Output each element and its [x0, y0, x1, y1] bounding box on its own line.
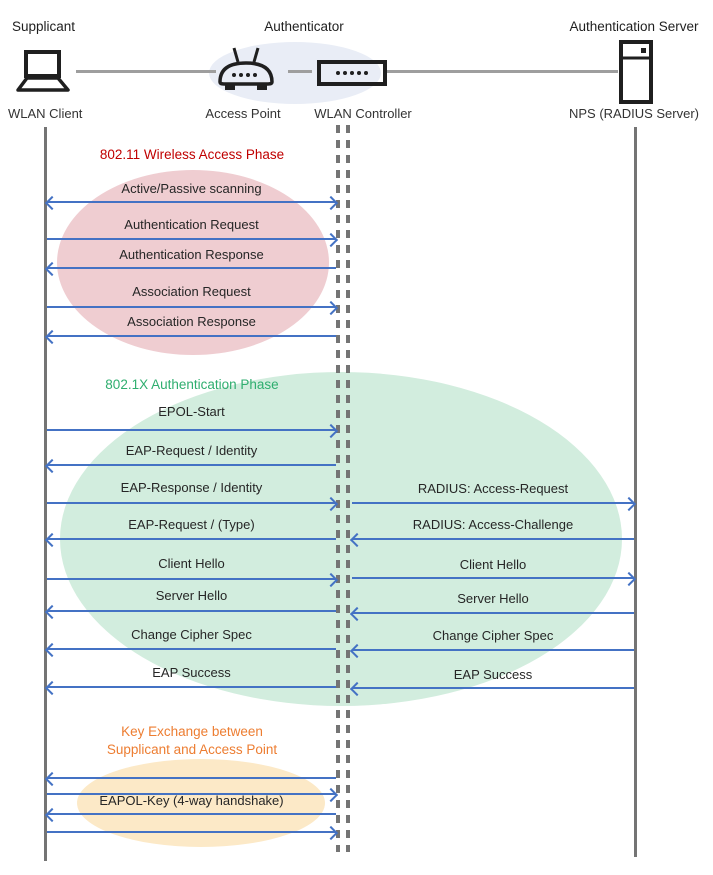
- arrowhead-left-icon: [44, 195, 60, 211]
- message-label: Authentication Response: [119, 247, 264, 262]
- phase-title-key-exchange: Key Exchange between Supplicant and Acce…: [47, 723, 337, 759]
- arrowhead-left-icon: [44, 458, 60, 474]
- message-label: Change Cipher Spec: [432, 628, 554, 643]
- message-label: Authentication Request: [124, 217, 259, 232]
- message-arrow-right: [352, 571, 637, 587]
- message-arrow-right: [47, 232, 339, 248]
- arrowhead-left-icon: [44, 642, 60, 658]
- arrowhead-left-icon: [349, 606, 365, 622]
- arrowhead-right-icon: [621, 496, 637, 512]
- connector-line: [288, 70, 312, 73]
- message-arrow-left: [44, 807, 336, 823]
- phase-title-8021x-authentication: 802.1X Authentication Phase: [105, 377, 279, 392]
- arrowhead-left-icon: [349, 643, 365, 659]
- arrowhead-left-icon: [44, 807, 60, 823]
- message-label: EAP Success: [453, 667, 533, 682]
- message-label: EPOL-Start: [158, 404, 225, 419]
- arrowhead-left-icon: [44, 771, 60, 787]
- lifeline-wlan-client: [44, 127, 47, 861]
- message-arrow-right: [352, 496, 637, 512]
- message-arrow-right: [47, 825, 339, 841]
- arrowhead-right-icon: [323, 195, 339, 211]
- phase-title-key-exchange-line2: Supplicant and Access Point: [106, 742, 278, 757]
- connector-line: [76, 70, 216, 73]
- message-label: Active/Passive scanning: [121, 181, 262, 196]
- arrowhead-right-icon: [323, 572, 339, 588]
- arrowhead-left-icon: [44, 604, 60, 620]
- message-label: Association Request: [132, 284, 251, 299]
- message-label: RADIUS: Access-Challenge: [412, 517, 574, 532]
- connector-line: [384, 70, 618, 73]
- device-label-wlan-controller: WLAN Controller: [314, 106, 412, 121]
- arrowhead-left-icon: [44, 329, 60, 345]
- arrowhead-left-icon: [44, 680, 60, 696]
- arrowhead-left-icon: [349, 532, 365, 548]
- message-label: RADIUS: Access-Request: [417, 481, 569, 496]
- wireless-access-phase-ellipse: [57, 170, 329, 355]
- message-arrow-right: [47, 496, 339, 512]
- message-arrow-left: [44, 680, 336, 696]
- arrowhead-right-icon: [323, 496, 339, 512]
- message-arrow-left: [44, 532, 336, 548]
- device-label-access-point: Access Point: [205, 106, 281, 121]
- message-arrow-right: [47, 572, 339, 588]
- arrowhead-right-icon: [323, 300, 339, 316]
- message-arrow-left: [44, 771, 336, 787]
- message-label: Client Hello: [158, 556, 225, 571]
- laptop-icon: [10, 50, 74, 94]
- role-label-authentication-server: Authentication Server: [569, 19, 699, 34]
- arrowhead-left-icon: [44, 261, 60, 277]
- access-point-icon: [214, 46, 278, 94]
- message-label: EAP-Request / (Type): [128, 517, 255, 532]
- lifeline-authenticator-dashed: [346, 125, 350, 852]
- message-arrow-left: [44, 642, 336, 658]
- phase-title-key-exchange-line1: Key Exchange between: [121, 724, 263, 739]
- message-arrow-left: [44, 604, 336, 620]
- arrowhead-left-icon: [44, 532, 60, 548]
- device-label-nps-radius-server: NPS (RADIUS Server): [568, 106, 700, 121]
- message-label: Client Hello: [459, 557, 527, 572]
- message-arrow-left: [349, 643, 634, 659]
- message-arrow-left: [349, 681, 634, 697]
- server-icon: [619, 40, 653, 104]
- wlan-controller-icon: [317, 60, 387, 86]
- message-label: EAP Success: [152, 665, 231, 680]
- message-arrow-left: [44, 261, 336, 277]
- arrowhead-left-icon: [349, 681, 365, 697]
- message-label: Change Cipher Spec: [131, 627, 252, 642]
- message-label: Server Hello: [457, 591, 529, 606]
- message-label: EAP-Request / Identity: [125, 443, 258, 458]
- message-arrow-left: [349, 532, 634, 548]
- message-label: EAP-Response / Identity: [120, 480, 263, 495]
- role-label-supplicant: Supplicant: [12, 19, 76, 34]
- message-arrow-both: [44, 195, 339, 211]
- phase-title-80211-wireless-access: 802.11 Wireless Access Phase: [99, 147, 285, 162]
- message-arrow-right: [47, 423, 339, 439]
- arrowhead-right-icon: [323, 423, 339, 439]
- message-arrow-left: [44, 329, 336, 345]
- arrowhead-right-icon: [323, 825, 339, 841]
- device-label-wlan-client: WLAN Client: [8, 106, 83, 121]
- message-label: Association Response: [127, 314, 256, 329]
- message-arrow-left: [44, 458, 336, 474]
- lifeline-authenticator-dashed: [336, 125, 340, 852]
- arrowhead-right-icon: [621, 571, 637, 587]
- message-arrow-right: [47, 300, 339, 316]
- message-arrow-left: [349, 606, 634, 622]
- lifeline-radius-server: [634, 127, 637, 857]
- message-label: EAPOL-Key (4-way handshake): [99, 793, 284, 808]
- message-label: Server Hello: [155, 588, 228, 603]
- arrowhead-right-icon: [323, 232, 339, 248]
- role-label-authenticator: Authenticator: [264, 19, 344, 34]
- message-arrow-right: [47, 787, 339, 803]
